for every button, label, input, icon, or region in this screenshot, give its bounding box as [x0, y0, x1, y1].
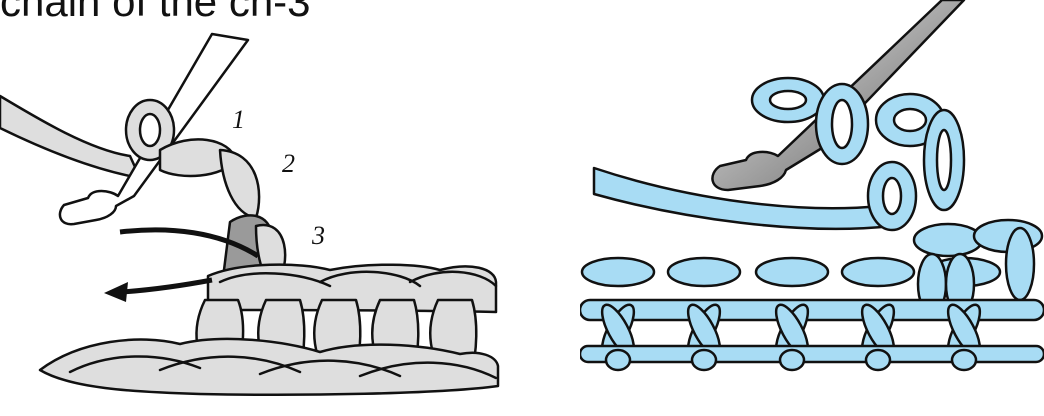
chain-stitch-2 — [220, 150, 259, 218]
row-post — [1006, 228, 1034, 300]
working-yarn — [0, 96, 140, 178]
right-crochet-diagram — [580, 0, 1044, 416]
row-loop — [668, 258, 740, 286]
step-label-1: 1 — [232, 105, 245, 134]
arrow-head — [104, 282, 128, 302]
step-label-2: 2 — [282, 149, 295, 178]
chain-link — [914, 224, 982, 256]
row-loop — [756, 258, 828, 286]
row-loop — [582, 258, 654, 286]
left-crochet-diagram: 1 2 3 — [0, 0, 520, 416]
row-loop — [842, 258, 914, 286]
arrow-out — [122, 280, 212, 292]
foundation-chain — [40, 339, 498, 395]
step-label-3: 3 — [311, 221, 325, 250]
